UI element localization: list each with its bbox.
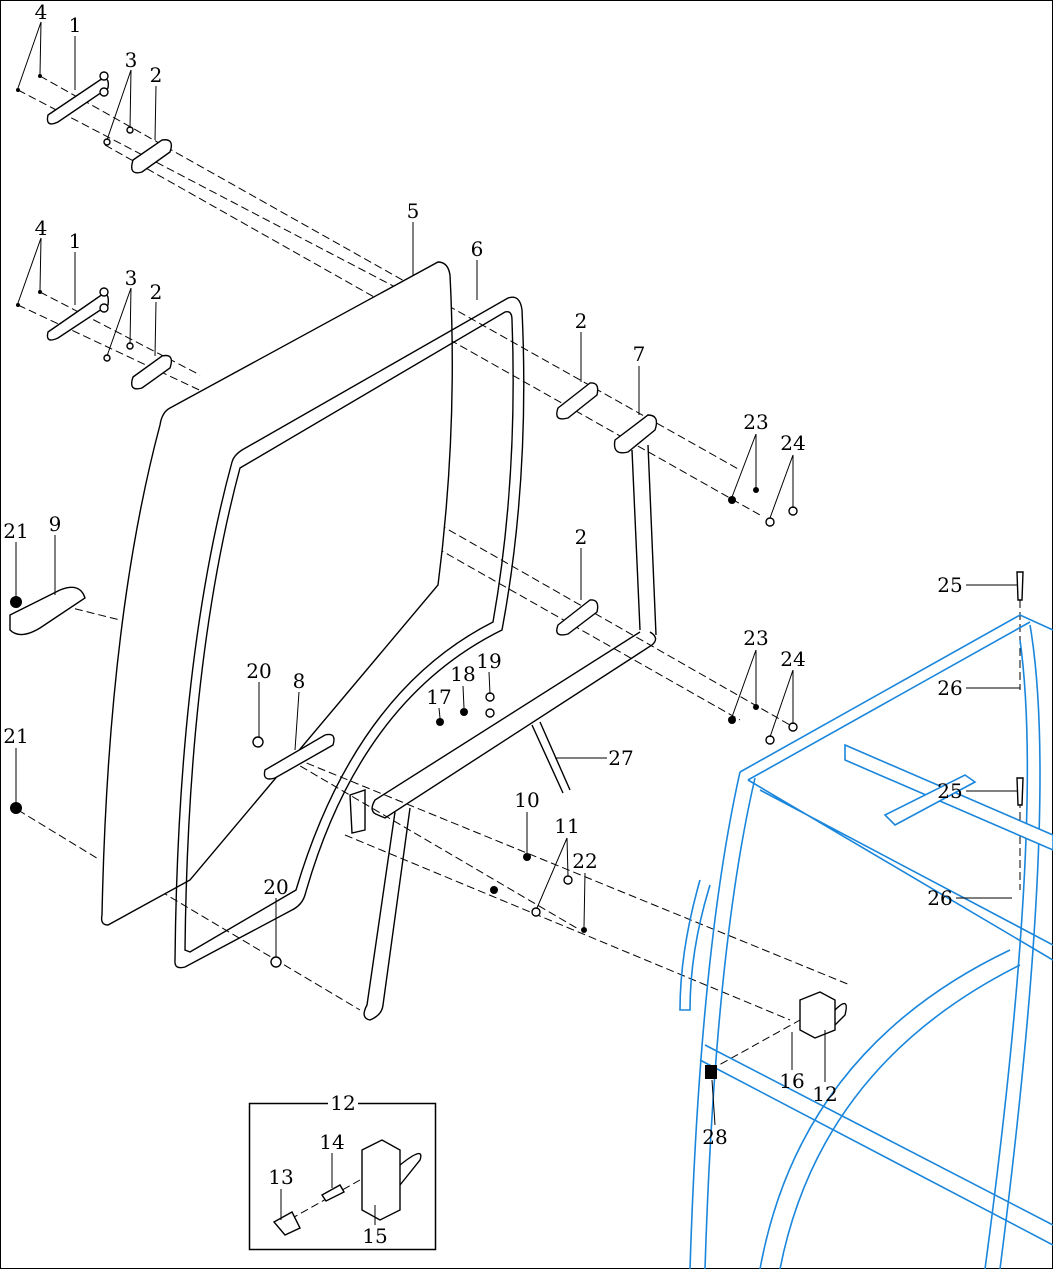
callout: 16: [779, 1069, 804, 1093]
washer: [10, 596, 22, 608]
door-frame-bar: [349, 414, 658, 1021]
callout: 24: [780, 431, 805, 455]
callout: 5: [407, 199, 420, 223]
handle: [9, 586, 86, 636]
callout: 8: [293, 669, 306, 693]
callout: 9: [49, 512, 62, 536]
callout: 13: [268, 1165, 293, 1189]
hinge-upper: [16, 71, 173, 174]
cab-frame: [679, 614, 1053, 1269]
callout: 1: [69, 13, 82, 37]
callout: 28: [702, 1125, 727, 1149]
inset-title: 12: [330, 1091, 355, 1115]
callout: 20: [263, 875, 288, 899]
callout: 11: [554, 814, 579, 838]
callout-labels: 4 1 3 2 4 1 3 2 5 6 2 7 23 24 21 9 2 25 …: [3, 0, 962, 1248]
callout: 2: [575, 525, 588, 549]
callout: 20: [246, 659, 271, 683]
washer: [10, 802, 22, 814]
callout: 15: [362, 1224, 387, 1248]
callout: 23: [743, 410, 768, 434]
door-seal: [174, 296, 525, 969]
inset-latch: [361, 1139, 401, 1221]
callout: 18: [450, 662, 475, 686]
callout: 3: [125, 48, 138, 72]
callout: 19: [476, 649, 501, 673]
callout: 17: [426, 685, 451, 709]
callout: 2: [150, 63, 163, 87]
callout: 21: [3, 724, 28, 748]
callout: 4: [35, 0, 48, 24]
hinge-lower: [16, 287, 173, 390]
inset-clip: [272, 1211, 301, 1236]
leader-lines: [15, 21, 1020, 1225]
callout: 25: [937, 779, 962, 803]
inset-bolt: [320, 1184, 345, 1202]
callout: 12: [812, 1082, 837, 1106]
pin: [1016, 571, 1024, 601]
callout: 6: [471, 237, 484, 261]
glass-pane: [100, 261, 453, 926]
callout: 25: [937, 573, 962, 597]
callout: 2: [575, 309, 588, 333]
callout: 7: [633, 342, 646, 366]
callout: 10: [514, 788, 539, 812]
callout: 27: [608, 746, 633, 770]
callout: 4: [35, 216, 48, 240]
callout: 21: [3, 519, 28, 543]
strip: [263, 733, 335, 780]
plate: [556, 382, 599, 420]
fasteners: [436, 487, 798, 933]
callout: 23: [743, 626, 768, 650]
latch: [799, 991, 836, 1039]
callout: 22: [572, 849, 597, 873]
plate: [556, 599, 599, 636]
callout: 3: [125, 266, 138, 290]
callout: 2: [150, 280, 163, 304]
callout: 14: [319, 1130, 344, 1154]
callout: 24: [780, 647, 805, 671]
callout: 26: [927, 886, 952, 910]
pin: [1016, 777, 1024, 806]
callout: 1: [69, 229, 82, 253]
callout: 26: [937, 676, 962, 700]
